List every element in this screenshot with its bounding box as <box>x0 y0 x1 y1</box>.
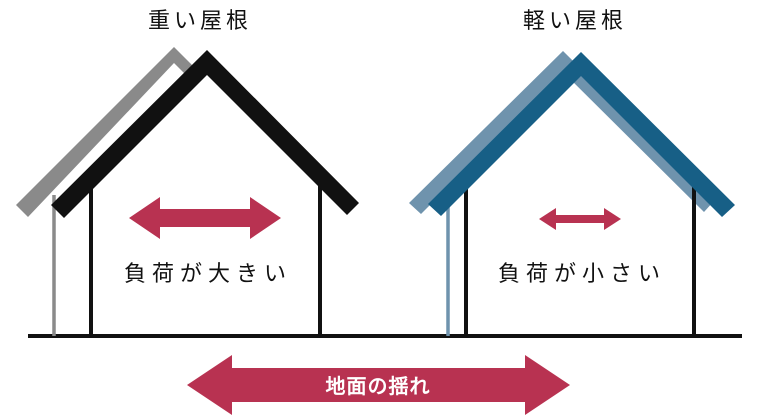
heavy-load-label: 負荷が大きい <box>124 262 292 287</box>
ground-shaking-arrow-shape <box>187 355 570 415</box>
heavy-roof-shadow <box>16 47 194 217</box>
ground-shaking-label: 地面の揺れ <box>326 374 431 398</box>
heavy-roof-house: 重い屋根 負荷が大きい <box>16 9 359 336</box>
ground-shaking-arrow: 地面の揺れ <box>187 355 570 415</box>
light-roof-house: 軽い屋根 負荷が小さい <box>409 9 735 336</box>
heavy-house-shadow <box>16 47 194 336</box>
light-house-main <box>428 52 735 336</box>
light-house-title: 軽い屋根 <box>523 9 627 34</box>
heavy-house-main <box>51 50 359 336</box>
light-load-arrow <box>539 208 621 230</box>
heavy-load-arrow <box>129 197 281 239</box>
light-load-label: 負荷が小さい <box>498 262 666 287</box>
light-house-shadow <box>409 51 714 336</box>
heavy-house-title: 重い屋根 <box>148 9 252 34</box>
